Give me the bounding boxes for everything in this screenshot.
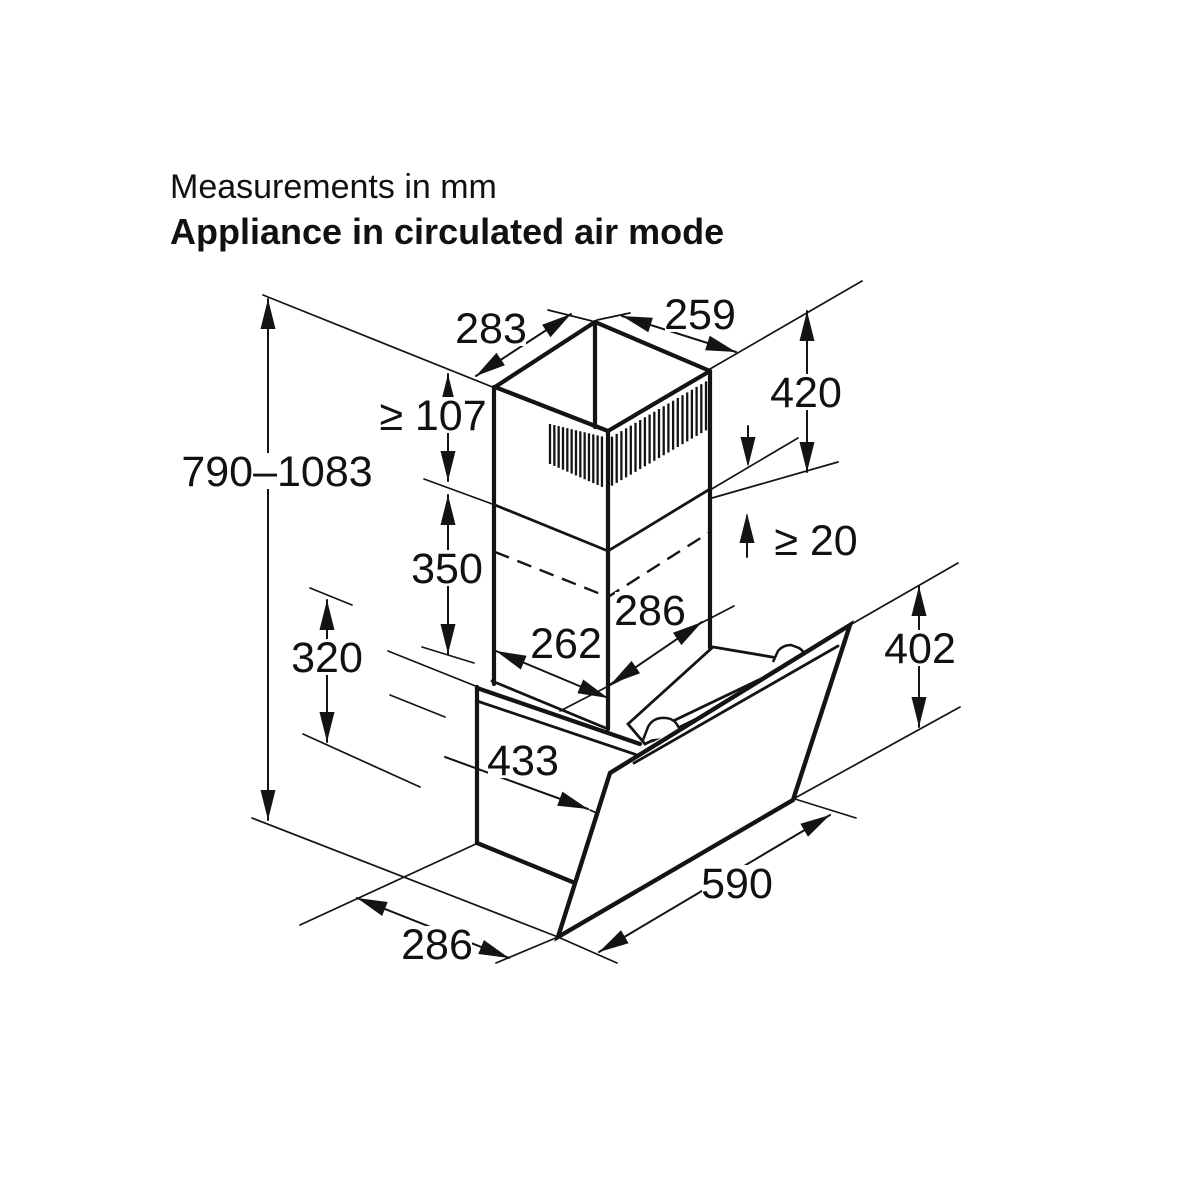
label-402: 402 <box>884 625 956 673</box>
label-259: 259 <box>664 291 736 339</box>
svg-text:420: 420 <box>770 369 842 417</box>
label-min-107: ≥ 107 <box>378 392 488 440</box>
title-mode: Appliance in circulated air mode <box>170 211 724 252</box>
svg-text:402: 402 <box>884 625 956 673</box>
svg-text:262: 262 <box>530 620 602 668</box>
label-420: 420 <box>770 369 842 417</box>
svg-text:259: 259 <box>664 291 736 339</box>
svg-text:790–1083: 790–1083 <box>181 448 372 496</box>
vent-slats-left <box>548 424 604 487</box>
label-wall-height: 790–1083 <box>181 448 372 496</box>
reference-lines <box>251 280 961 964</box>
label-286-bottom: 286 <box>401 921 473 969</box>
glass-panel <box>554 619 854 942</box>
chimney <box>490 319 713 732</box>
label-433: 433 <box>487 737 559 785</box>
svg-text:286: 286 <box>401 921 473 969</box>
svg-text:320: 320 <box>291 634 363 682</box>
svg-text:283: 283 <box>455 305 527 353</box>
label-min-20: ≥ 20 <box>769 517 864 565</box>
svg-text:590: 590 <box>701 860 773 908</box>
title-measurements: Measurements in mm <box>170 168 497 206</box>
vent-slats-right <box>610 381 708 486</box>
label-590: 590 <box>701 860 773 908</box>
svg-text:≥ 107: ≥ 107 <box>379 392 486 440</box>
label-350: 350 <box>411 545 483 593</box>
svg-text:≥ 20: ≥ 20 <box>774 517 857 565</box>
label-320: 320 <box>291 634 363 682</box>
svg-text:286: 286 <box>614 587 686 635</box>
label-262: 262 <box>530 620 602 668</box>
svg-text:433: 433 <box>487 737 559 785</box>
svg-text:350: 350 <box>411 545 483 593</box>
label-283: 283 <box>455 305 527 353</box>
label-286-mid: 286 <box>614 587 686 635</box>
